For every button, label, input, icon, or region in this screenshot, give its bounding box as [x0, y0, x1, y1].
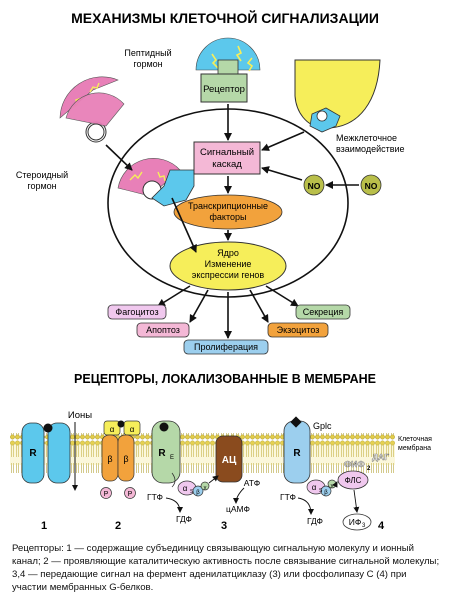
g4-beta: β: [324, 490, 328, 496]
signal-cascade-1: Сигнальный: [200, 147, 254, 158]
receptor-4-gpcr: [283, 416, 311, 484]
g3-gtp-arrow: [165, 497, 183, 513]
exocytosis-box: [267, 322, 329, 338]
r2-p-2: P: [128, 491, 133, 498]
g4-gtp-arrow: [297, 497, 314, 515]
plc-label: ФЛС: [345, 476, 362, 485]
number-4: 4: [378, 520, 385, 532]
r2-beta-2: β: [123, 454, 128, 464]
r2-alpha-1: α: [110, 425, 115, 434]
r3-r: R: [158, 448, 166, 459]
g3-gdp: ГДФ: [176, 514, 192, 524]
g3-gtp: ГТФ: [147, 492, 163, 502]
receptor-label: Рецептор: [203, 84, 245, 95]
ac-label: АЦ: [222, 455, 237, 466]
g4-gdp: ГДФ: [307, 516, 323, 526]
r3-e-sub: E: [170, 455, 174, 461]
r2-p-1: P: [104, 491, 109, 498]
receptor-box: [200, 73, 248, 103]
phagocytosis-label: Фагоцитоз: [115, 307, 158, 317]
number-3: 3: [221, 520, 227, 532]
nucleus-1: Ядро: [217, 248, 239, 258]
no-outside: [360, 174, 382, 196]
neighbor-cell: [294, 59, 381, 133]
receptor-3-gpcr: [151, 420, 181, 488]
g3-alpha: α: [183, 484, 188, 493]
g3-to-ac-arrow: [208, 475, 219, 484]
g3-gamma: γ: [204, 485, 207, 491]
transcription-1: Транскрипционные: [188, 201, 268, 211]
pip2-sub: 2: [367, 466, 371, 472]
steroid-hormone-inside: [117, 158, 195, 207]
adenylate-cyclase: [215, 435, 243, 483]
r2-alpha-2: α: [130, 425, 135, 434]
top-title: МЕХАНИЗМЫ КЛЕТОЧНОЙ СИГНАЛИЗАЦИИ: [71, 9, 379, 26]
r4-r: R: [293, 448, 301, 459]
secretion-box: [295, 304, 351, 320]
number-1: 1: [41, 520, 47, 532]
signal-cascade-2: каскад: [212, 159, 242, 170]
receptor-1-r: R: [29, 448, 37, 459]
g3-alpha-sub: S: [190, 489, 194, 495]
no-outside-label: NO: [365, 181, 378, 191]
proliferation-label: Пролиферация: [194, 342, 258, 352]
receptor-1-ion-channel: [21, 422, 71, 484]
no-inside: [303, 174, 325, 196]
peptide-label-1: Пептидный: [124, 48, 171, 58]
ip3-sub: 3: [362, 523, 366, 529]
g4-gtp: ГТФ: [280, 492, 296, 502]
atp-camp-arrow: [233, 487, 245, 504]
nucleus-2: Изменение: [205, 259, 252, 269]
intercellular-label-1: Межклеточное: [336, 133, 397, 143]
secretion-label: Секреция: [303, 307, 344, 317]
cell-membrane: [10, 433, 395, 473]
g4-to-plc-arrow: [332, 481, 338, 488]
dag-label: ДАГ: [372, 452, 389, 462]
plc-to-ip3-arrow: [353, 489, 360, 513]
g-protein-3: [177, 480, 210, 497]
nucleus-3: экспрессии генов: [192, 270, 265, 280]
membrane-label-1: Клеточная: [398, 436, 432, 443]
g3-beta: β: [196, 490, 200, 496]
r2-beta-1: β: [107, 454, 112, 464]
peptide-label-2: гормон: [133, 59, 162, 69]
steroid-label-2: гормон: [27, 181, 56, 191]
intercellular-label-2: взаимодействие: [336, 144, 405, 154]
ions-label: Ионы: [68, 410, 92, 421]
proliferation-box: [183, 339, 269, 355]
g4-alpha-sub: S: [319, 488, 323, 494]
apoptosis-label: Апоптоз: [146, 325, 180, 335]
transcription-factors: [173, 194, 283, 230]
membrane-core: [10, 441, 395, 465]
steroid-label-1: Стероидный: [16, 170, 68, 180]
transcription-2: факторы: [210, 212, 247, 222]
steroid-hormone-outside: [59, 76, 125, 143]
phospholipase-c: [337, 470, 369, 490]
pip2-label: ФИФ: [344, 459, 365, 469]
phagocytosis-box: [107, 304, 167, 320]
atp-label: АТФ: [244, 478, 260, 488]
receptor-2-catalytic: [100, 420, 141, 499]
membrane-label-2: мембрана: [398, 444, 431, 452]
g4-alpha: α: [312, 483, 317, 492]
bottom-title: РЕЦЕПТОРЫ, ЛОКАЛИЗОВАННЫЕ В МЕМБРАНЕ: [74, 372, 376, 386]
g4-gamma: γ: [331, 483, 334, 489]
apoptosis-box: [136, 322, 190, 338]
figure-caption: Рецепторы: 1 — содержащие субъединицу св…: [12, 543, 440, 593]
nucleus: [169, 241, 287, 291]
ip3-ellipse: [342, 513, 372, 531]
gplc-label: Gplc: [313, 421, 332, 431]
no-inside-label: NO: [308, 181, 321, 191]
exocytosis-label: Экзоцитоз: [277, 325, 320, 335]
top-arrows: [105, 104, 359, 339]
number-2: 2: [115, 520, 121, 532]
camp-label: цАМФ: [226, 504, 250, 514]
ip3-label: ИФ: [349, 517, 362, 527]
signal-cascade-box: [193, 141, 261, 175]
